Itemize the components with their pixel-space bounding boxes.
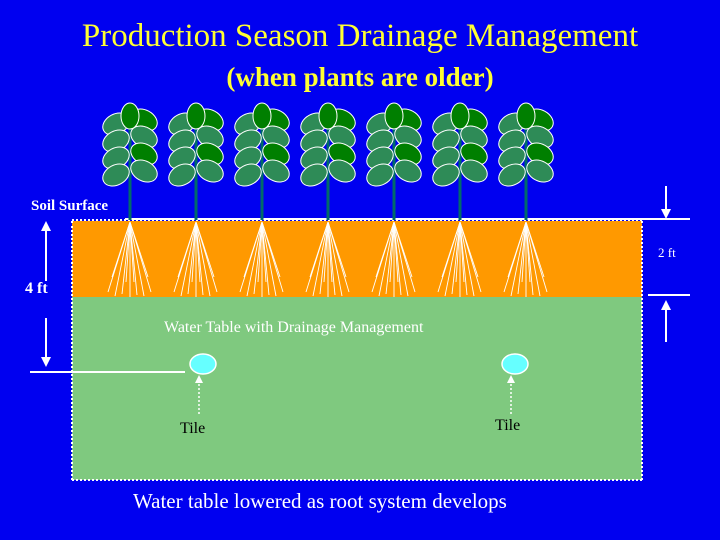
soil-surface-label: Soil Surface — [31, 198, 108, 215]
depth-2ft-label: 2 ft — [658, 245, 676, 261]
plant-roots — [306, 222, 349, 297]
plant — [165, 103, 227, 297]
tile-left-label: Tile — [180, 420, 205, 438]
plant-roots — [438, 222, 481, 297]
water-table-label: Water Table with Drainage Management — [164, 319, 423, 337]
tile-right-label: Tile — [495, 417, 520, 435]
plant — [363, 103, 425, 297]
plants — [99, 103, 557, 297]
plant — [297, 103, 359, 297]
plant-roots — [240, 222, 283, 297]
left-depth-marker — [30, 221, 185, 372]
plant — [231, 103, 293, 297]
caption: Water table lowered as root system devel… — [133, 489, 507, 514]
depth-4ft-label: 4 ft — [25, 280, 48, 298]
plant-roots — [108, 222, 151, 297]
plant-roots — [372, 222, 415, 297]
tile-left-marker — [190, 354, 216, 415]
tile-right-marker — [502, 354, 528, 414]
plant — [429, 103, 491, 297]
plant-roots — [174, 222, 217, 297]
plant-roots — [504, 222, 547, 297]
plant — [495, 103, 557, 297]
plant — [99, 103, 161, 297]
right-depth-marker — [648, 186, 690, 342]
